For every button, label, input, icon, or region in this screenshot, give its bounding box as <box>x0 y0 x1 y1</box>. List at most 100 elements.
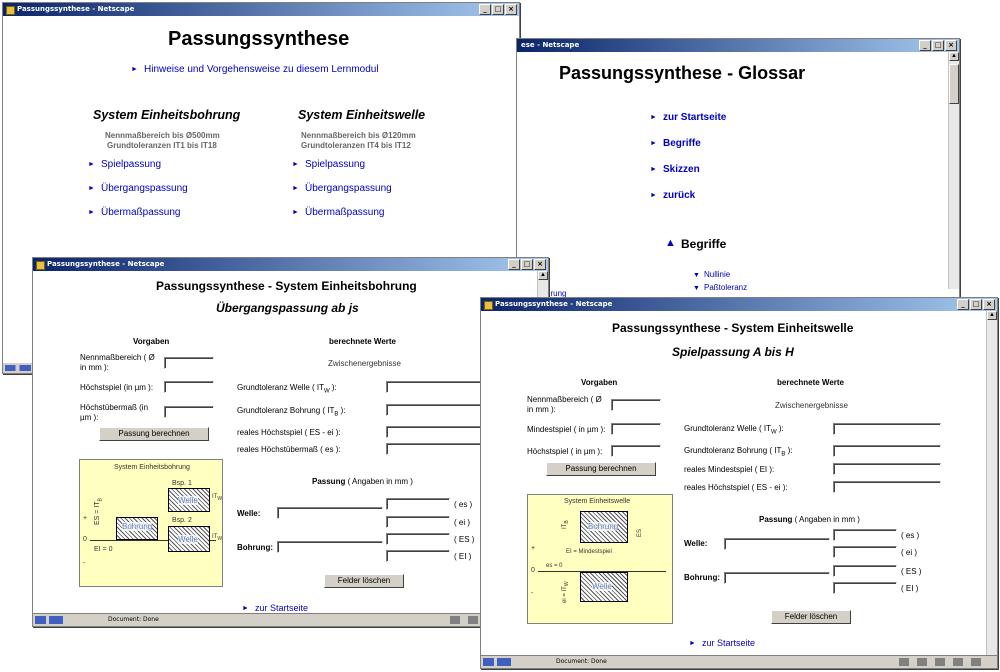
label-hoechstspiel: Höchstspiel ( in µm ): <box>527 447 603 456</box>
status-bar: Document: Done <box>481 655 997 668</box>
col2-link-spiel[interactable]: Spielpassung <box>305 159 366 170</box>
arrow-icon: ► <box>292 161 299 168</box>
berechnete-heading: berechnete Werte <box>329 337 396 346</box>
netscape-icon <box>6 6 15 15</box>
bohrung-EI-output[interactable] <box>386 550 450 562</box>
welle-es-output[interactable] <box>833 529 897 541</box>
component-bar-icons[interactable] <box>899 658 989 666</box>
welle-ei-output[interactable] <box>386 516 450 528</box>
item-passtoleranz[interactable]: Paßtoleranz <box>704 283 748 292</box>
label-nennmass-a: Nennmaßbereich ( Ø <box>527 395 602 404</box>
zero-label: 0 <box>531 567 535 574</box>
ei-mindestspiel-label: EI = Mindestspiel <box>566 549 612 555</box>
diagram-title: System Einheitswelle <box>564 498 631 505</box>
close-button[interactable]: × <box>945 40 957 51</box>
vertical-scrollbar[interactable]: ▲ <box>948 52 959 289</box>
item-nullinie[interactable]: Nullinie <box>704 270 731 279</box>
welle-input[interactable] <box>724 538 830 550</box>
bohrung-input[interactable] <box>277 541 383 553</box>
diagram-einheitswelle: System Einheitswelle + 0 - Bohrung ITB E… <box>527 494 673 624</box>
hint-link[interactable]: Hinweise und Vorgehensweise zu diesem Le… <box>144 64 379 75</box>
label-real-hoechstspiel: reales Höchstspiel ( ES - ei ): <box>684 483 788 492</box>
minimize-button[interactable]: _ <box>919 40 931 51</box>
maximize-button[interactable]: □ <box>970 299 982 310</box>
title-bar[interactable]: Passungssynthese - Netscape _□× <box>481 298 997 311</box>
label-ei: ( ei ) <box>901 548 917 557</box>
hoechstuebermass-input[interactable] <box>164 406 214 418</box>
welle-ei-output[interactable] <box>833 546 897 558</box>
zero-line <box>90 540 216 541</box>
close-button[interactable]: × <box>534 259 546 270</box>
label-bohrung: Bohrung: <box>684 573 720 582</box>
zwischen-heading: Zwischenergebnisse <box>328 359 401 368</box>
close-button[interactable]: × <box>983 299 995 310</box>
bohrung-input[interactable] <box>724 572 830 584</box>
title-bar[interactable]: Passungssynthese - Netscape _□× <box>33 258 548 271</box>
title-bar[interactable]: ese - Netscape _□× <box>517 39 959 52</box>
clear-button[interactable]: Felder löschen <box>324 574 404 588</box>
minus-label: - <box>83 560 86 567</box>
col1-link-spiel[interactable]: Spielpassung <box>101 159 162 170</box>
label-EI: ( EI ) <box>901 584 919 593</box>
nav-skizzen[interactable]: Skizzen <box>663 164 700 175</box>
einheitswelle-window: Passungssynthese - Netscape _□× Passungs… <box>480 297 998 669</box>
close-button[interactable]: × <box>505 4 517 15</box>
col1-link-uebergang[interactable]: Übergangspassung <box>101 183 188 194</box>
grundtol-bohrung-output[interactable] <box>833 445 941 457</box>
status-icons <box>483 658 511 666</box>
nav-startseite[interactable]: zur Startseite <box>663 112 727 123</box>
maximize-button[interactable]: □ <box>492 4 504 15</box>
label-grundtol-welle: Grundtoleranz Welle ( ITW ): <box>684 424 784 436</box>
welle-label: Welle <box>592 582 612 591</box>
nav-zurueck[interactable]: zurück <box>663 190 696 201</box>
partial-link[interactable]: hrung <box>546 289 567 298</box>
col2-link-uebermass[interactable]: Übermaßpassung <box>305 207 385 218</box>
hoechstspiel-input[interactable] <box>611 445 661 457</box>
maximize-button[interactable]: □ <box>521 259 533 270</box>
arrow-icon: ► <box>88 209 95 216</box>
col2-link-uebergang[interactable]: Übergangspassung <box>305 183 392 194</box>
bohrung-ES-output[interactable] <box>386 533 450 545</box>
triangle-up-icon: ▲ <box>665 237 676 249</box>
status-icons <box>35 616 63 624</box>
itw2-label: ITW <box>212 534 223 543</box>
start-link[interactable]: zur Startseite <box>255 603 309 613</box>
label-nennmass-b: in mm ): <box>527 405 556 414</box>
grundtol-welle-output[interactable] <box>833 423 941 435</box>
start-link[interactable]: zur Startseite <box>702 638 756 648</box>
nennmass-input[interactable] <box>611 399 661 411</box>
title-bar[interactable]: Passungssynthese - Netscape _□× <box>3 3 519 16</box>
label-mindestspiel: Mindestspiel ( in µm ): <box>527 425 606 434</box>
clear-button[interactable]: Felder löschen <box>771 610 851 624</box>
statusbar-icons <box>3 363 33 373</box>
diagram-title: System Einheitsbohrung <box>114 464 190 471</box>
minimize-button[interactable]: _ <box>508 259 520 270</box>
zwischen-heading: Zwischenergebnisse <box>775 401 848 410</box>
bohrung-EI-output[interactable] <box>833 582 897 594</box>
mindestspiel-input[interactable] <box>611 423 661 435</box>
real-hoechstspiel-output[interactable] <box>833 481 941 493</box>
status-bar: Document: Done <box>33 613 548 626</box>
col1-link-uebermass[interactable]: Übermaßpassung <box>101 207 181 218</box>
hoechstspiel-input[interactable] <box>164 381 214 393</box>
minimize-button[interactable]: _ <box>479 4 491 15</box>
page-title: Passungssynthese <box>168 28 350 50</box>
welle-es-output[interactable] <box>386 498 450 510</box>
minimize-button[interactable]: _ <box>957 299 969 310</box>
welle-input[interactable] <box>277 507 383 519</box>
real-mindestspiel-output[interactable] <box>833 463 941 475</box>
vertical-scrollbar[interactable]: ▲ <box>986 311 997 656</box>
nennmass-input[interactable] <box>164 357 214 369</box>
maximize-button[interactable]: □ <box>932 40 944 51</box>
itw1-label: ITW <box>212 494 223 503</box>
arrow-icon: ► <box>650 166 657 173</box>
arrow-icon: ► <box>650 192 657 199</box>
calc-button[interactable]: Passung berechnen <box>99 427 209 441</box>
bohrung-label: Bohrung <box>588 522 619 531</box>
nav-begriffe[interactable]: Begriffe <box>663 138 701 149</box>
triangle-down-icon: ▼ <box>693 285 700 292</box>
ei-zero-label: EI = 0 <box>94 546 113 553</box>
calc-button[interactable]: Passung berechnen <box>546 462 656 476</box>
bohrung-ES-output[interactable] <box>833 565 897 577</box>
label-real-mindestspiel: reales Mindestspiel ( EI ): <box>684 465 775 474</box>
